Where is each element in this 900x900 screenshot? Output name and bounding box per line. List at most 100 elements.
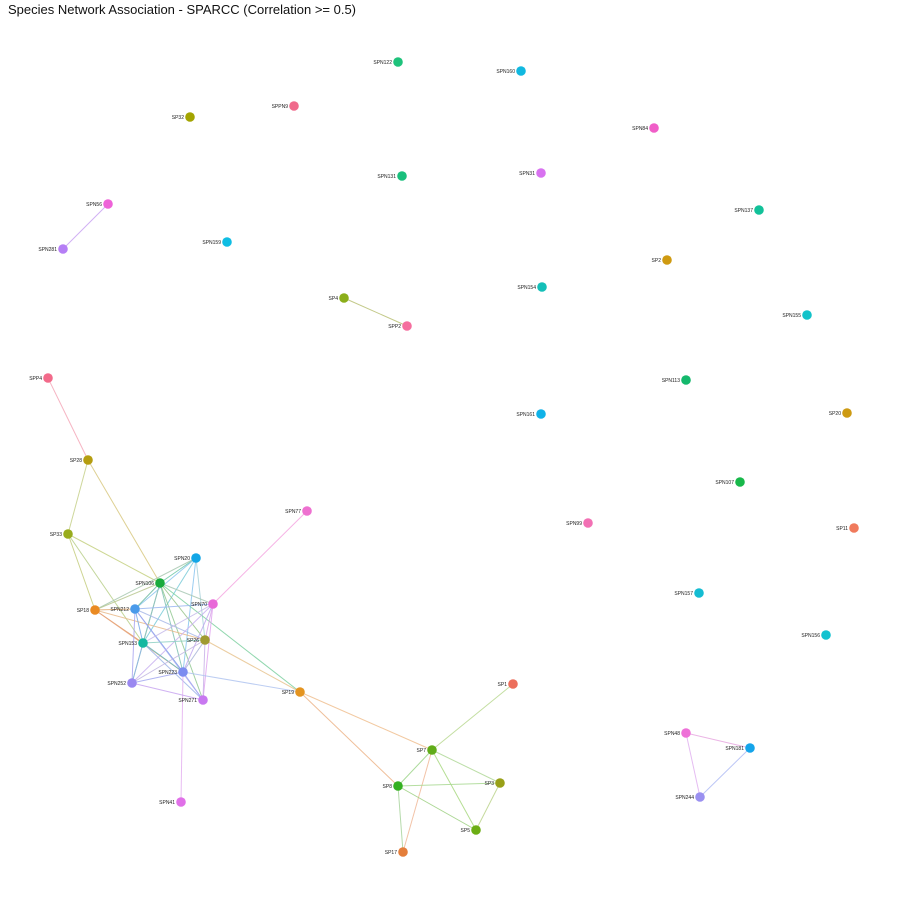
node-label-SP33: SP33	[50, 532, 62, 538]
node-label-SP32: SP32	[172, 115, 184, 121]
edge-SP8-SP5	[397, 785, 477, 831]
node-label-SPN20: SPN20	[174, 556, 190, 562]
edges-layer	[47, 203, 751, 853]
edge-SPN223-SP19	[182, 671, 301, 693]
edge-SP18-SP26	[94, 609, 206, 641]
node-label-SPN122: SPN122	[373, 60, 392, 66]
node-label-SPN157: SPN157	[674, 591, 693, 597]
edge-SPN106-SP26	[159, 582, 206, 641]
node-label-SPN212: SPN212	[110, 607, 129, 613]
edge-SP19-SP7	[299, 691, 433, 751]
edge-SP28-SPN106	[87, 459, 161, 584]
node-label-SP11: SP11	[836, 526, 848, 532]
node-SPPN9	[289, 101, 299, 111]
node-SPN20	[191, 553, 201, 563]
node-label-SP19: SP19	[282, 690, 294, 696]
node-SPN212	[130, 604, 140, 614]
edge-SPN223-SPN271	[182, 671, 204, 701]
node-SP4	[339, 293, 349, 303]
node-label-SP3: SP3	[485, 781, 495, 787]
edge-SPN252-SPN271	[131, 682, 204, 701]
edge-SP8-SP3	[397, 782, 501, 787]
node-SPN41	[176, 797, 186, 807]
edge-SPN20-SPN153	[142, 557, 197, 644]
node-label-SP1: SP1	[498, 682, 508, 688]
node-label-SPN56: SPN56	[86, 202, 102, 208]
node-SP18	[90, 605, 100, 615]
node-SPN271	[198, 695, 208, 705]
node-label-SP8: SP8	[383, 784, 393, 790]
edge-SP4-SPP2	[343, 297, 408, 327]
node-SPN77	[302, 506, 312, 516]
edge-SP1-SP7	[431, 683, 514, 751]
node-SPN106	[155, 578, 165, 588]
node-SPN155	[802, 310, 812, 320]
node-SPN70	[208, 599, 218, 609]
node-label-SP7: SP7	[417, 748, 427, 754]
node-SPN156	[821, 630, 831, 640]
node-SPP4	[43, 373, 53, 383]
node-label-SPP4: SPP4	[29, 376, 42, 382]
edge-SPN56-SPN281	[62, 203, 109, 250]
chart-title: Species Network Association - SPARCC (Co…	[8, 2, 357, 17]
edge-SPN212-SPN70	[134, 603, 214, 610]
node-label-SPN131: SPN131	[377, 174, 396, 180]
node-SPN181	[745, 743, 755, 753]
node-SPN48	[681, 728, 691, 738]
node-label-SP26: SP26	[187, 638, 199, 644]
node-label-SPN271: SPN271	[178, 698, 197, 704]
node-label-SPN31: SPN31	[519, 171, 535, 177]
node-SPN159	[222, 237, 232, 247]
edge-SPN106-SPN212	[134, 582, 161, 610]
edge-SP33-SP18	[67, 533, 96, 611]
node-label-SPN154: SPN154	[517, 285, 536, 291]
node-SP17	[398, 847, 408, 857]
edge-SPN20-SPN106	[159, 557, 197, 584]
edge-SPN153-SPN271	[142, 642, 204, 701]
edge-SPP4-SP28	[47, 377, 89, 461]
node-label-SPP2: SPP2	[388, 324, 401, 330]
node-SPN56	[103, 199, 113, 209]
edge-SP26-SPN252	[131, 639, 206, 684]
edge-SPN153-SPN223	[142, 642, 184, 673]
node-label-SPN77: SPN77	[285, 509, 301, 515]
edge-SPN106-SP19	[159, 582, 301, 693]
node-SP32	[185, 112, 195, 122]
node-label-SPPN9: SPPN9	[272, 104, 289, 110]
edge-SPN106-SP18	[94, 582, 161, 611]
node-label-SPN244: SPN244	[675, 795, 694, 801]
node-SP5	[471, 825, 481, 835]
node-SPN113	[681, 375, 691, 385]
node-label-SPN153: SPN153	[118, 641, 137, 647]
node-SPN223	[178, 667, 188, 677]
node-SP1	[508, 679, 518, 689]
node-SPN84	[649, 123, 659, 133]
node-label-SPN155: SPN155	[782, 313, 801, 319]
node-SP8	[393, 781, 403, 791]
edge-SP26-SPN223	[182, 639, 206, 673]
edge-SPN212-SPN252	[131, 608, 136, 684]
edge-SP7-SP5	[431, 749, 477, 831]
node-SPN122	[393, 57, 403, 67]
node-label-SPN113: SPN113	[662, 378, 680, 384]
edge-SPN48-SPN181	[685, 732, 751, 749]
edge-SPN20-SP18	[94, 557, 197, 611]
node-SPN281	[58, 244, 68, 254]
node-label-SPN160: SPN160	[496, 69, 515, 75]
node-SPN31	[536, 168, 546, 178]
edge-SPN223-SPN252	[131, 671, 184, 684]
node-label-SP18: SP18	[77, 608, 89, 614]
edge-SP7-SP17	[402, 749, 433, 853]
node-SPN160	[516, 66, 526, 76]
node-SPN252	[127, 678, 137, 688]
node-label-SPN159: SPN159	[202, 240, 221, 246]
node-label-SPN41: SPN41	[159, 800, 175, 806]
edge-SPN212-SPN153	[134, 608, 144, 644]
node-SPN154	[537, 282, 547, 292]
edge-SP28-SP33	[67, 459, 89, 535]
node-label-SPN223: SPN223	[158, 670, 177, 676]
edge-SP3-SP5	[475, 782, 501, 831]
edge-SP7-SP8	[397, 749, 433, 787]
